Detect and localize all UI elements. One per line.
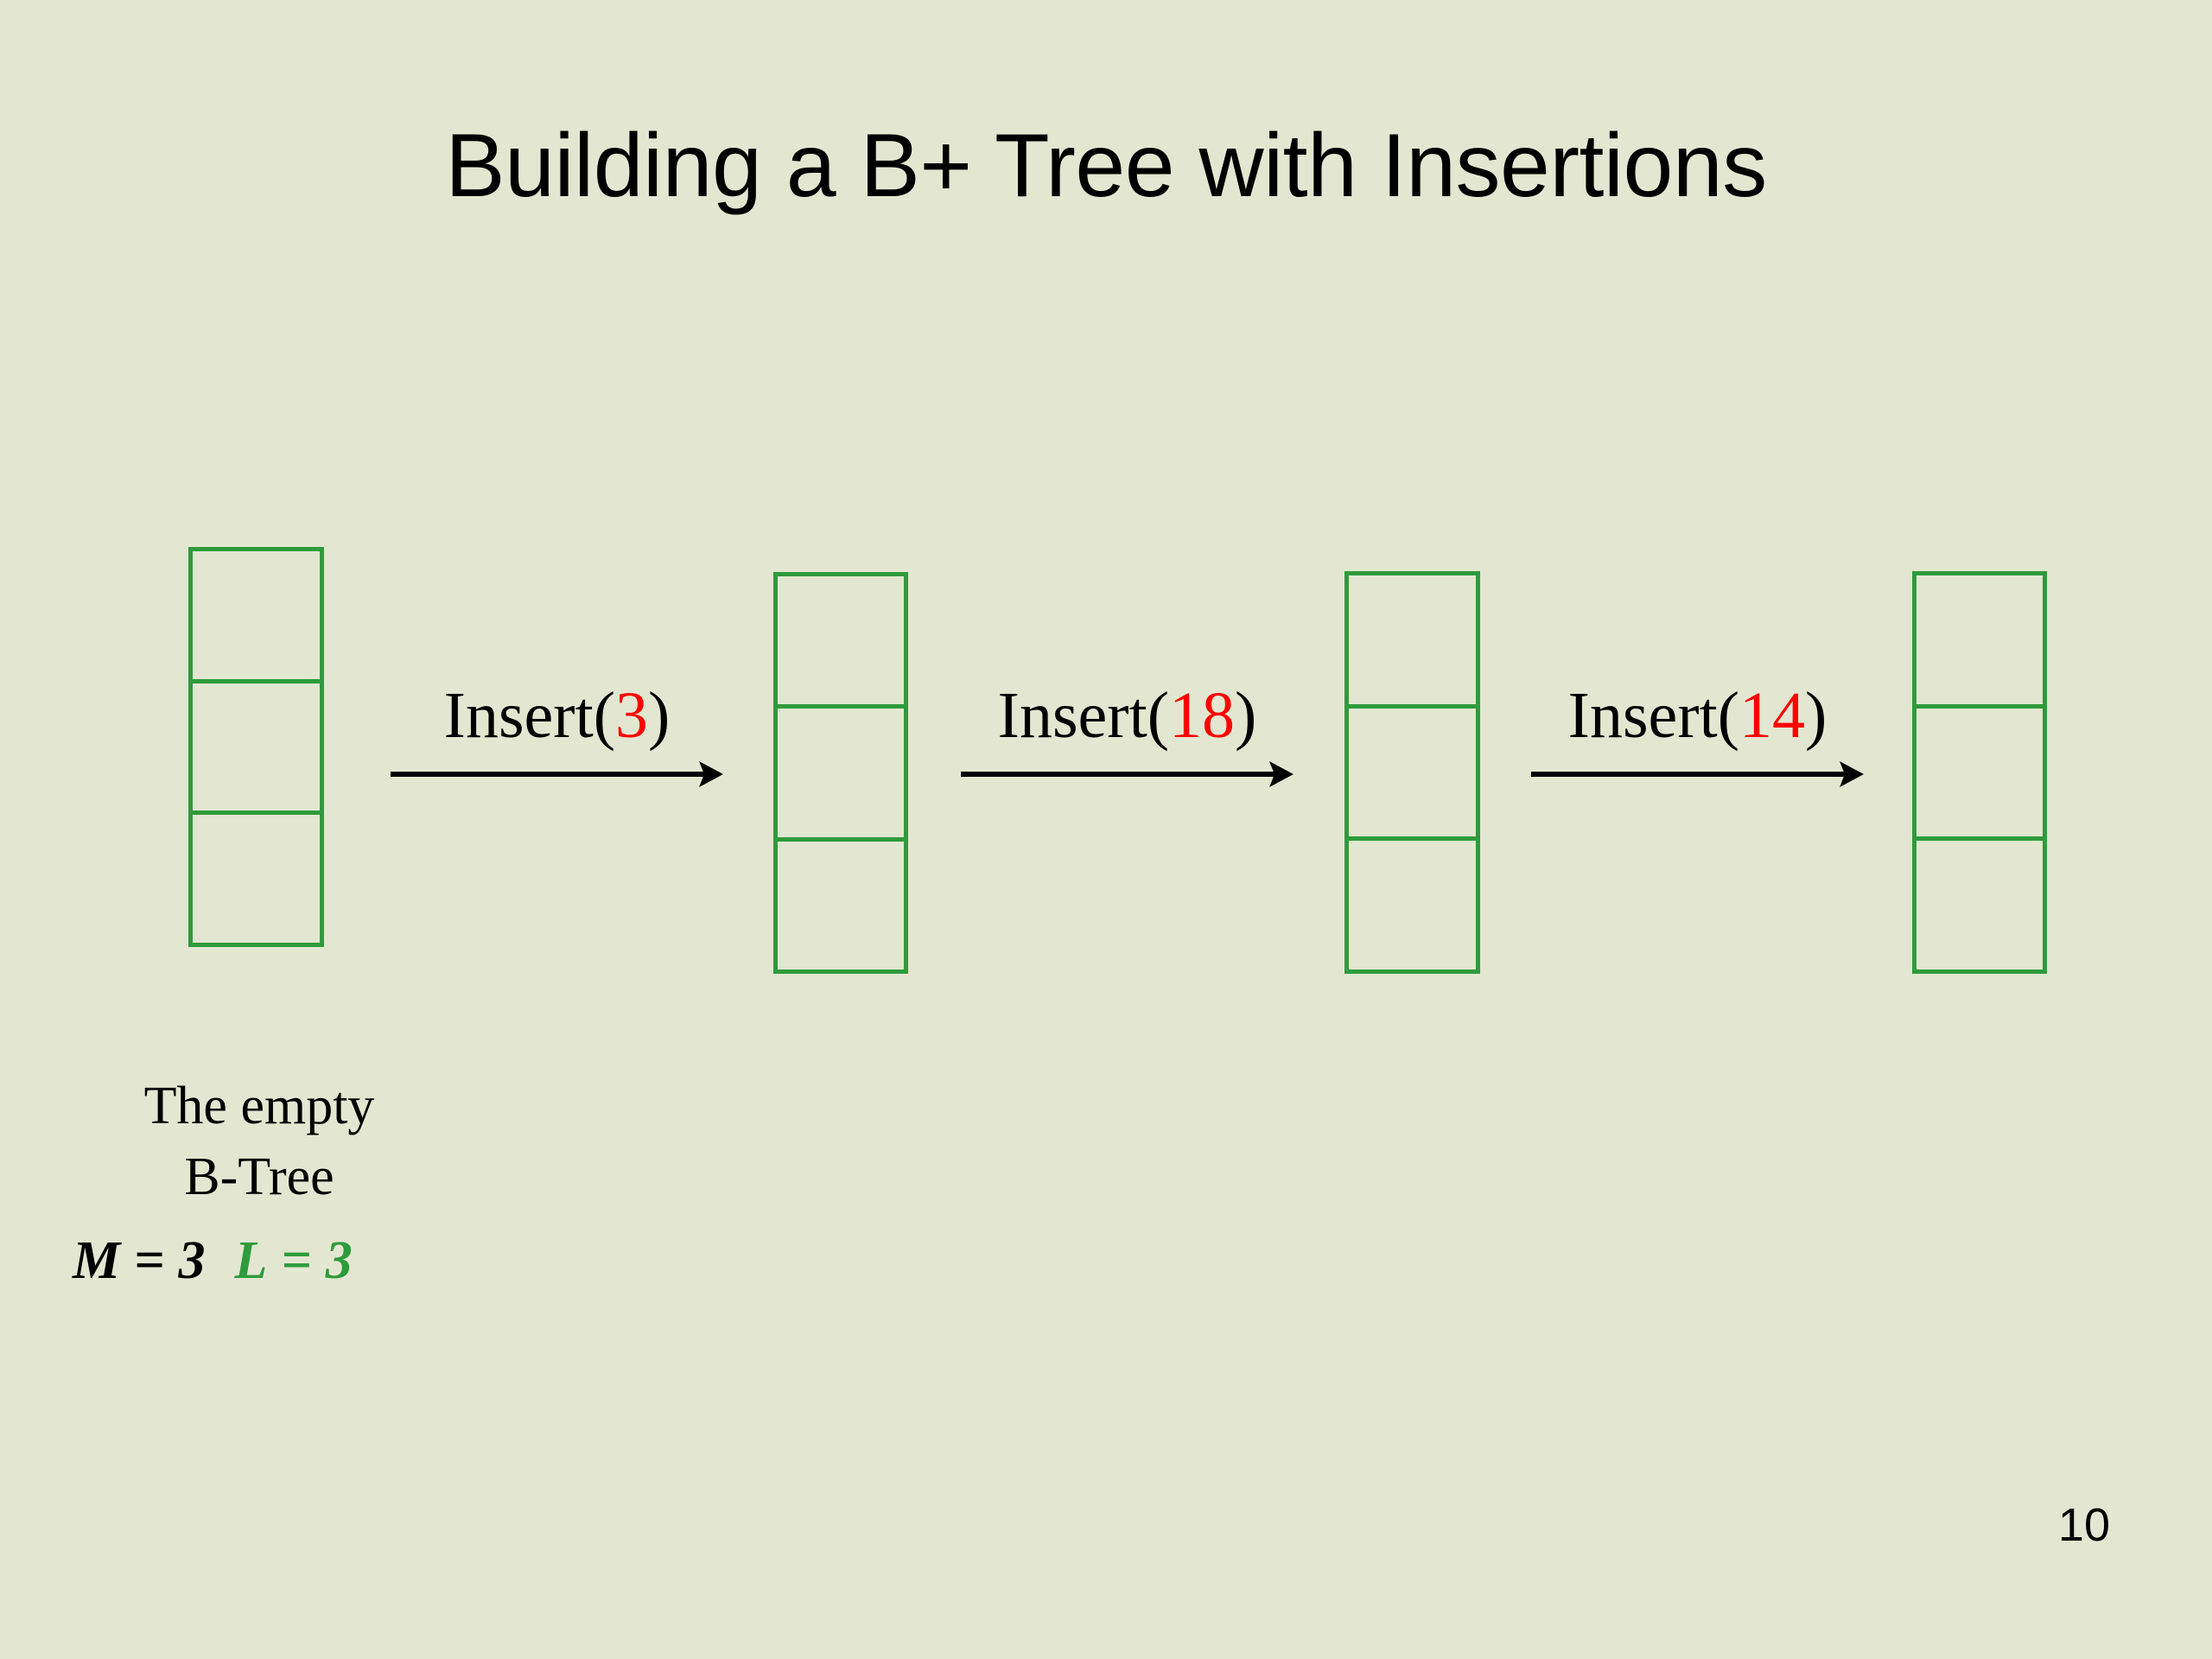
transition-op: Insert(	[997, 679, 1170, 752]
btree-node-1	[773, 572, 908, 974]
btree-node-2	[1344, 571, 1480, 974]
btree-cell	[778, 842, 904, 969]
param-l-equals: =	[281, 1231, 312, 1290]
param-m-value: 3	[178, 1231, 206, 1290]
param-m: M=3	[73, 1231, 205, 1290]
transition-label: Insert(14)	[1531, 683, 1864, 748]
param-l-label: L	[234, 1231, 268, 1290]
param-m-equals: =	[134, 1231, 165, 1290]
empty-tree-caption: The empty B-Tree	[104, 1071, 415, 1213]
page-title: Building a B+ Tree with Insertions	[445, 116, 1767, 216]
transition-arg: 18	[1169, 679, 1236, 752]
param-l: L=3	[234, 1231, 352, 1290]
caption-line-2: B-Tree	[184, 1147, 334, 1206]
btree-cell	[193, 551, 320, 683]
transition-label: Insert(3)	[391, 683, 723, 748]
transition-close: )	[1235, 679, 1257, 752]
arrow-right-icon	[961, 761, 1294, 787]
btree-node-3	[1912, 571, 2047, 974]
transition-label: Insert(18)	[961, 683, 1294, 748]
btree-cell	[193, 683, 320, 816]
btree-cell	[1916, 709, 2043, 842]
transition-close: )	[648, 679, 671, 752]
transition-arg: 3	[615, 679, 649, 752]
btree-cell	[778, 576, 904, 709]
param-l-value: 3	[325, 1231, 353, 1290]
transition-arg: 14	[1739, 679, 1806, 752]
transition-op: Insert(	[443, 679, 616, 752]
param-m-label: M	[73, 1231, 121, 1290]
arrow-right-icon	[1531, 761, 1864, 787]
transition-close: )	[1805, 679, 1827, 752]
btree-cell	[1349, 709, 1476, 842]
page-number: 10	[2057, 1499, 2110, 1551]
transition-op: Insert(	[1567, 679, 1740, 752]
btree-node-empty	[188, 547, 324, 947]
btree-cell	[193, 815, 320, 943]
btree-cell	[1349, 575, 1476, 709]
btree-cell	[1916, 575, 2043, 709]
btree-cell	[778, 709, 904, 842]
btree-cell	[1349, 841, 1476, 969]
arrow-right-icon	[391, 761, 723, 787]
caption-line-1: The empty	[143, 1077, 375, 1135]
btree-cell	[1916, 841, 2043, 969]
